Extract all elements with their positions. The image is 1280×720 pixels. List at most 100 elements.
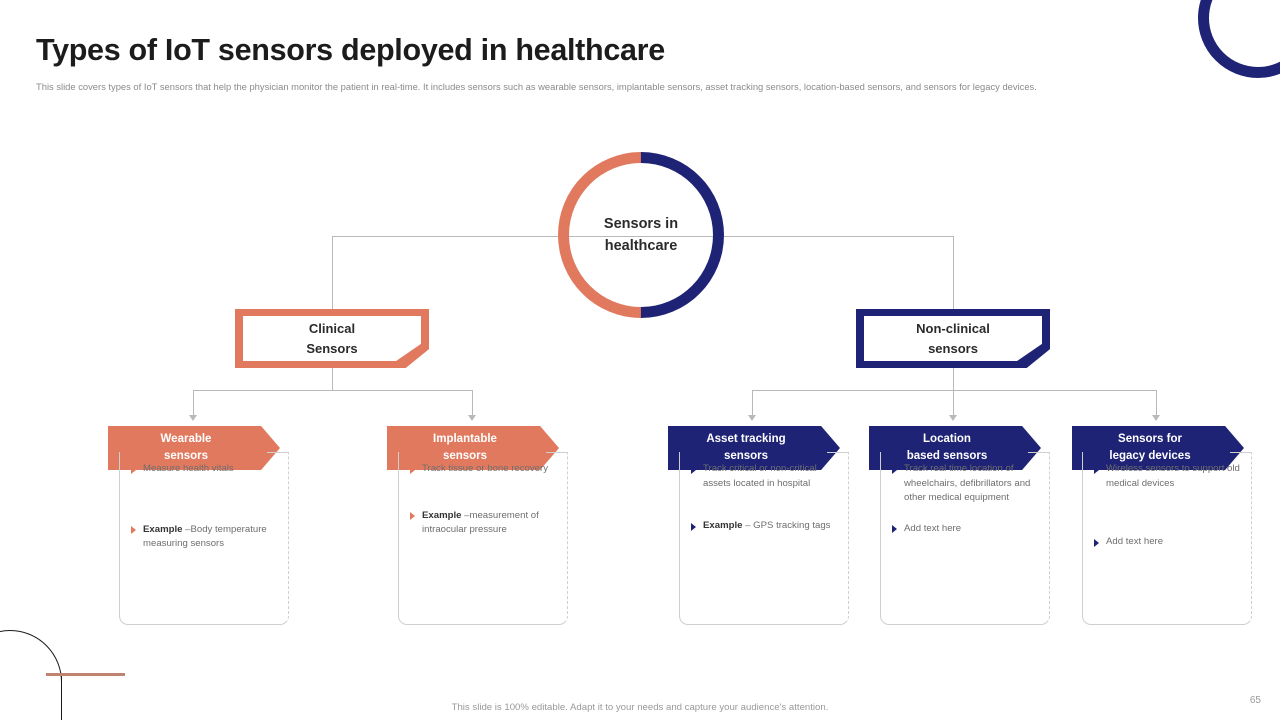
connector-location <box>953 390 954 417</box>
list-item: Add text here <box>892 522 1041 537</box>
connector-nonclinical-down <box>953 368 954 390</box>
connector-implantable <box>472 390 473 417</box>
bullet-text-4-0: Wireless sensors to support old medical … <box>1106 463 1240 489</box>
list-item: Wireless sensors to support old medical … <box>1094 462 1243 491</box>
bullet-list-location-based: Track real time location of wheelchairs,… <box>892 462 1041 540</box>
category-title-line2-0: sensors <box>163 450 209 462</box>
bullet-text-0-1: –Body temperature measuring sensors <box>143 523 267 550</box>
card-top-right-edge <box>546 452 568 453</box>
arrowhead-wearable <box>188 415 197 421</box>
connector-spine-left <box>332 236 642 237</box>
list-item: Track tissue or bone recovery <box>410 462 559 477</box>
connector-nonclinical-spine <box>752 390 1156 391</box>
triangle-bullet-icon <box>410 465 415 474</box>
connector-spine-right <box>640 236 954 237</box>
category-title-line1-1: Implantable <box>433 433 497 446</box>
category-title-line2-1: sensors <box>442 450 488 462</box>
triangle-bullet-icon <box>892 465 897 474</box>
branch-non-clinical-sensors[interactable]: Non-clinical sensors <box>856 309 1050 368</box>
category-title-line1-2: Asset tracking <box>706 433 786 446</box>
list-item: Measure health vitals <box>131 462 280 477</box>
bullet-wrap-2-1: Example – GPS tracking tags <box>703 519 830 534</box>
category-title-line1-4: Sensors for <box>1118 433 1182 446</box>
category-header-location-based[interactable]: Location based sensors <box>869 426 1041 470</box>
bullet-text-3-1: Add text here <box>904 522 962 534</box>
list-item: Example –measurement of intraocular pres… <box>410 509 559 538</box>
category-card-implantable: Track tissue or bone recovery Example –m… <box>398 452 568 625</box>
category-title-line1-3: Location <box>923 433 971 446</box>
branch-non-clinical-line2: sensors <box>928 340 978 356</box>
category-header-implantable[interactable]: Implantable sensors <box>387 426 559 470</box>
connector-clinical-down <box>332 368 333 390</box>
bullet-text-0-0: Measure health vitals <box>143 463 234 474</box>
page-title: Types of IoT sensors deployed in healthc… <box>36 33 665 67</box>
category-card-wearable: Measure health vitals Example –Body temp… <box>119 452 289 625</box>
bullet-list-legacy-devices: Wireless sensors to support old medical … <box>1094 462 1243 554</box>
connector-to-clinical <box>332 236 333 309</box>
page-number: 65 <box>1249 695 1261 706</box>
list-item: Example –Body temperature measuring sens… <box>131 523 280 552</box>
branch-clinical-sensors[interactable]: Clinical Sensors <box>235 309 429 368</box>
bullet-text-2-0: Track critical or non-critical assets lo… <box>703 463 817 489</box>
bullet-text-1-0: Track tissue or bone recovery <box>422 463 549 474</box>
bullet-bold-0-1: Example <box>143 523 186 535</box>
connector-clinical-spine <box>193 390 473 391</box>
hub-label-line2: healthcare <box>604 238 678 254</box>
triangle-bullet-icon <box>1094 538 1099 547</box>
bullet-list-implantable: Track tissue or bone recovery Example –m… <box>410 462 559 542</box>
category-header-legacy-devices[interactable]: Sensors for legacy devices <box>1072 426 1244 470</box>
arrowhead-implantable <box>467 415 476 421</box>
category-title-line2-4: legacy devices <box>1109 450 1191 462</box>
connector-asset <box>752 390 753 417</box>
bullet-text-4-1: Add text here <box>1106 536 1164 548</box>
branch-non-clinical-inner: Non-clinical sensors <box>864 316 1042 361</box>
list-item: Track real time location of wheelchairs,… <box>892 462 1041 506</box>
bullet-list-wearable: Measure health vitals Example –Body temp… <box>131 462 280 556</box>
triangle-bullet-icon <box>691 522 696 531</box>
card-top-right-edge <box>267 452 289 453</box>
decorative-accent-line <box>46 673 125 676</box>
branch-clinical-line1: Clinical <box>308 321 356 336</box>
hub-label: Sensors in healthcare <box>558 152 724 318</box>
bullet-bold-2-1: Example <box>703 520 746 532</box>
list-item: Track critical or non-critical assets lo… <box>691 462 840 491</box>
arrowhead-legacy <box>1151 415 1160 421</box>
bullet-wrap-1-1: Example –measurement of intraocular pres… <box>422 509 559 538</box>
bullet-wrap-0-1: Example –Body temperature measuring sens… <box>143 523 280 552</box>
bullet-text-1-1: –measurement of intraocular pressure <box>422 509 539 536</box>
triangle-bullet-icon <box>892 525 897 534</box>
connector-legacy <box>1156 390 1157 417</box>
triangle-bullet-icon <box>1094 465 1099 474</box>
triangle-bullet-icon <box>410 512 415 521</box>
decorative-circle-top-right <box>1198 0 1280 78</box>
category-title-line2-2: sensors <box>723 450 769 462</box>
category-card-location-based: Track real time location of wheelchairs,… <box>880 452 1050 625</box>
category-title-line1-0: Wearable <box>160 433 212 446</box>
triangle-bullet-icon <box>691 465 696 474</box>
branch-clinical-inner: Clinical Sensors <box>243 316 421 361</box>
list-item: Example – GPS tracking tags <box>691 519 840 534</box>
arrowhead-location <box>948 415 957 421</box>
bullet-text-2-1: – GPS tracking tags <box>745 520 831 532</box>
card-top-right-edge <box>1230 452 1252 453</box>
triangle-bullet-icon <box>131 526 136 535</box>
connector-wearable <box>193 390 194 417</box>
category-title-line2-3: based sensors <box>906 450 988 462</box>
triangle-bullet-icon <box>131 465 136 474</box>
branch-clinical-line2: Sensors <box>306 340 358 356</box>
category-header-asset-tracking[interactable]: Asset tracking sensors <box>668 426 840 470</box>
decorative-vertical-line <box>61 673 63 720</box>
bullet-text-3-0: Track real time location of wheelchairs,… <box>904 463 1031 504</box>
list-item: Add text here <box>1094 535 1243 550</box>
category-header-wearable[interactable]: Wearable sensors <box>108 426 280 470</box>
category-card-asset-tracking: Track critical or non-critical assets lo… <box>679 452 849 625</box>
bullet-list-asset-tracking: Track critical or non-critical assets lo… <box>691 462 840 538</box>
card-top-right-edge <box>1028 452 1050 453</box>
hub-label-line1: Sensors in <box>603 215 679 232</box>
branch-non-clinical-line1: Non-clinical <box>916 321 990 336</box>
category-card-legacy-devices: Wireless sensors to support old medical … <box>1082 452 1252 625</box>
hub-sensors-in-healthcare[interactable]: Sensors in healthcare <box>523 117 759 353</box>
bullet-bold-1-1: Example <box>422 509 465 521</box>
card-top-right-edge <box>827 452 849 453</box>
